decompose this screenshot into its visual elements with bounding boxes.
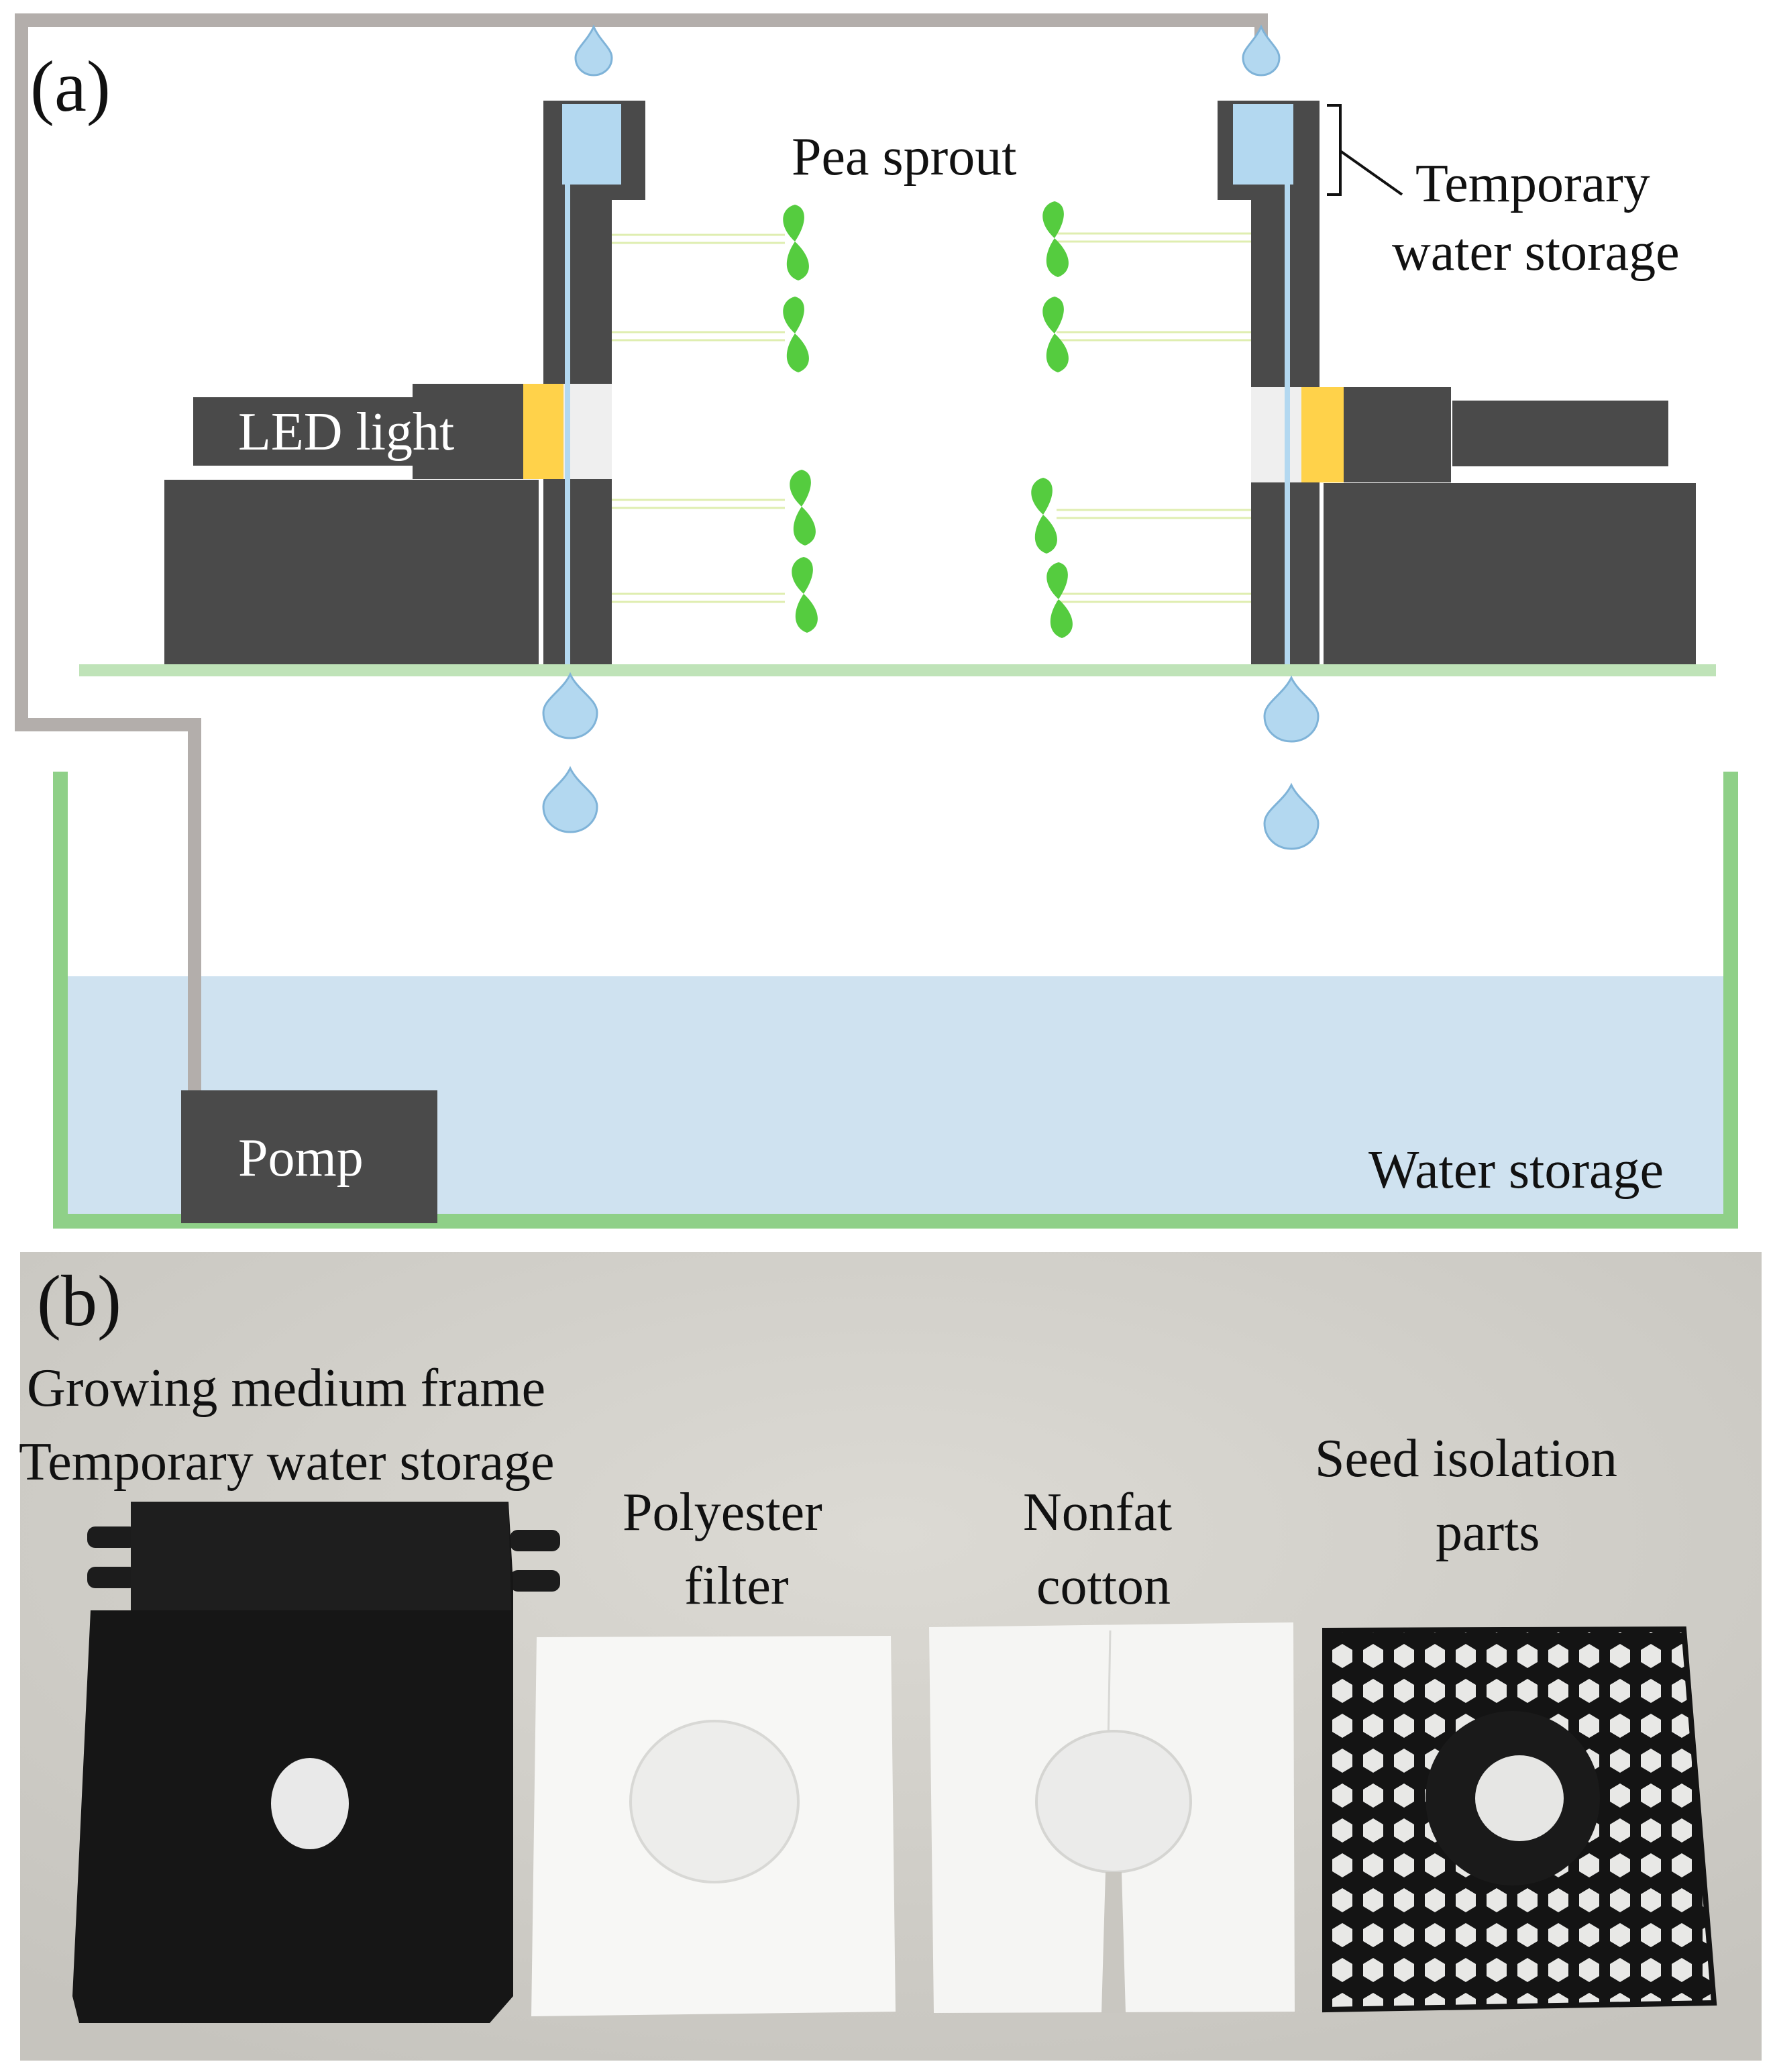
shelf-plate [79,664,1716,676]
polyester-label-1: Polyester [623,1483,822,1542]
water-drop [542,766,598,833]
cotton-label-1: Nonfat [1023,1483,1172,1542]
pea-sprout [790,470,816,546]
panel-label-a: (a) [30,47,111,127]
left-water-channel [565,185,570,664]
storage-leader-line [1339,150,1403,196]
seed-label-1: Seed isolation [1315,1429,1617,1488]
growing-medium-frame-part [72,1502,560,2023]
temporary-storage-label-2: water storage [1392,223,1680,282]
right-temp-water [1233,104,1293,185]
panel-a: (a) Pea sprout Temporary water storage L… [15,13,1738,1229]
pea-sprout-label: Pea sprout [792,127,1017,187]
cotton-label-2: cotton [1036,1557,1171,1616]
pea-sprout [1042,297,1069,372]
cotton-split-line [1107,1630,1112,1745]
left-led [523,384,563,479]
frame-connector [510,1570,560,1592]
panel-divider [0,1236,1775,1252]
right-diffuser [1251,387,1301,482]
polyester-filter-hole [629,1720,800,1883]
water-pipe [15,13,1268,1097]
led-light-label: LED light [238,403,454,462]
pea-sprout [1031,478,1057,554]
pea-sprout [1046,562,1073,638]
nonfat-cotton-hole [1035,1730,1192,1873]
water-drops [542,24,1320,850]
frame-hole [271,1758,349,1849]
nonfat-cotton-part [929,1622,1295,2013]
frame-connector [87,1567,138,1588]
pomp-label: Pomp [238,1129,364,1188]
frame-label-1: Growing medium frame [27,1359,545,1418]
water-storage-tank [53,772,1738,1229]
water-drop [1263,675,1320,743]
left-diffuser [563,384,612,479]
right-water-channel [1285,185,1290,664]
frame-connector [510,1530,560,1551]
right-led [1301,387,1344,482]
left-led-plate [193,397,415,466]
frame-top-box [131,1502,511,1610]
seed-isolation-part [1322,1626,1717,2013]
pea-sprout [792,557,818,633]
polyester-filter-part [531,1636,896,2016]
panel-label-b: (b) [37,1261,121,1341]
pea-sprouts [783,201,1073,638]
right-base-block [1324,483,1696,664]
water-drop [1242,24,1281,76]
pump [181,1090,437,1223]
storage-bracket [1327,104,1342,196]
left-column-upper [543,200,612,384]
panel-b: (b) Growing medium frame Temporary water… [19,1252,1762,2061]
frame-label-2: Temporary water storage [19,1433,554,1492]
pea-sprout [1042,201,1069,277]
right-led-plate [1452,401,1668,466]
pea-sprout [783,205,809,280]
left-column-lower [543,479,612,664]
water-storage-label: Water storage [1368,1141,1664,1200]
left-base-block [164,480,539,664]
polyester-label-2: filter [684,1557,788,1616]
seed-isolation-hole [1475,1755,1564,1841]
frame-body [72,1502,513,2023]
water-drop [574,24,613,76]
left-temp-water [562,104,621,185]
cotton-slit [1101,1872,1126,2013]
temporary-storage-label-1: Temporary [1415,154,1650,213]
root-threads [612,232,1251,603]
pea-sprout [783,297,809,372]
right-led-housing [1344,387,1451,482]
seed-label-2: parts [1436,1503,1540,1562]
water-drop [542,672,598,739]
left-led-housing [413,384,523,479]
water-drop [1263,782,1320,850]
frame-connector [87,1526,138,1548]
